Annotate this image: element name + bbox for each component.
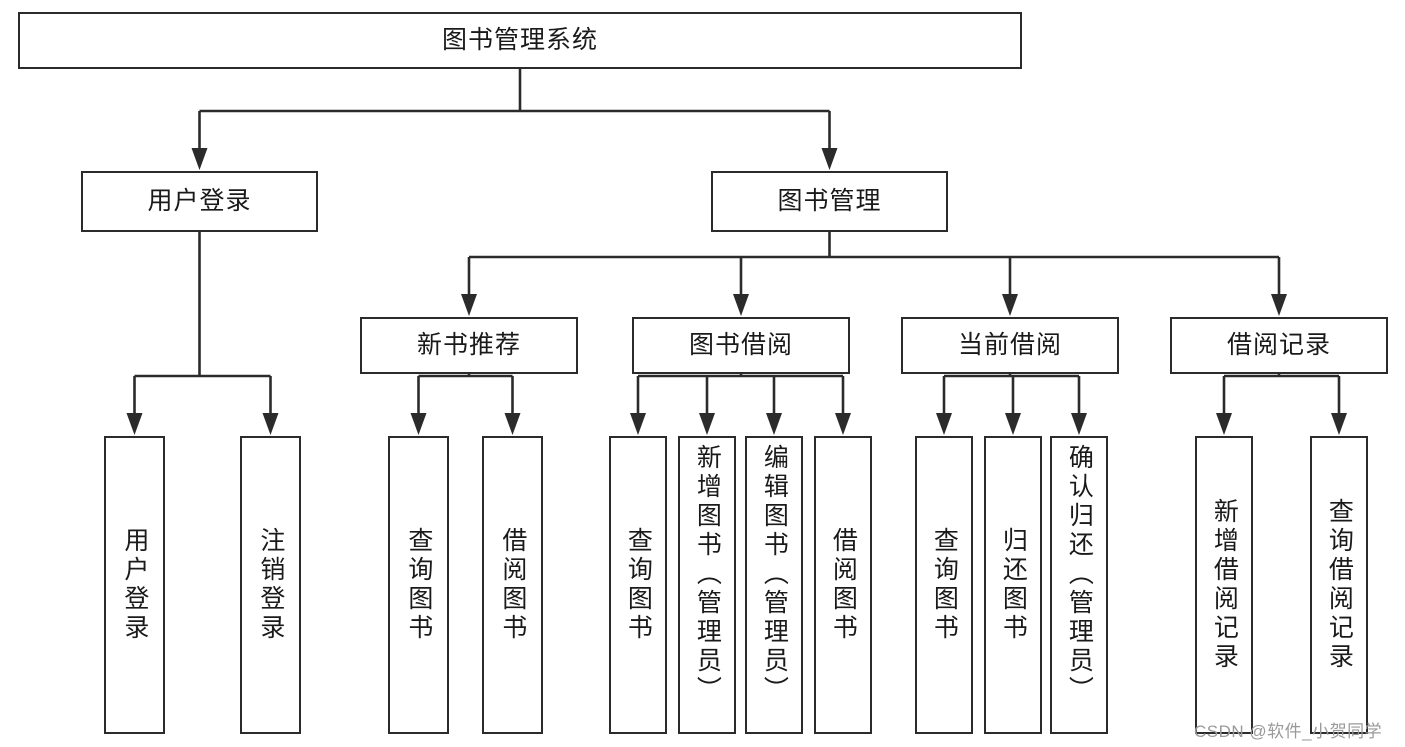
node-label: 借阅图书 xyxy=(498,527,527,643)
arrow-head xyxy=(835,413,851,435)
node-leaf_confirm_return[interactable]: 确认归还（管理员） xyxy=(1050,436,1108,734)
node-leaf_borrow_book_1[interactable]: 借阅图书 xyxy=(482,436,543,734)
node-label: 查询图书 xyxy=(624,527,653,643)
node-label: 注销登录 xyxy=(256,527,285,643)
arrow-head xyxy=(733,294,749,316)
node-leaf_return_book[interactable]: 归还图书 xyxy=(984,436,1042,734)
node-leaf_add_book[interactable]: 新增图书（管理员） xyxy=(678,436,736,734)
node-label: 确认归还（管理员） xyxy=(1065,444,1094,705)
node-label: 借阅图书 xyxy=(829,527,858,643)
node-leaf_add_record[interactable]: 新增借阅记录 xyxy=(1195,436,1253,734)
node-label: 借阅记录 xyxy=(1226,331,1331,360)
node-label: 用户登录 xyxy=(147,187,252,216)
arrow-head xyxy=(1002,294,1018,316)
arrow-head xyxy=(191,148,208,170)
node-leaf_query_record[interactable]: 查询借阅记录 xyxy=(1310,436,1368,734)
node-label: 查询图书 xyxy=(404,527,433,643)
node-root[interactable]: 图书管理系统 xyxy=(18,12,1022,69)
node-label: 图书借阅 xyxy=(688,331,793,360)
arrow-head xyxy=(461,294,477,316)
node-label: 当前借阅 xyxy=(957,331,1062,360)
node-label: 新增图书（管理员） xyxy=(693,444,722,705)
node-label: 用户登录 xyxy=(120,527,149,643)
node-book_manage[interactable]: 图书管理 xyxy=(711,171,948,232)
node-leaf_borrow_book_2[interactable]: 借阅图书 xyxy=(814,436,872,734)
arrow-head xyxy=(936,413,952,435)
node-label: 图书管理系统 xyxy=(441,26,598,55)
arrow-head xyxy=(821,148,838,170)
arrow-head xyxy=(1071,413,1087,435)
arrow-head xyxy=(504,413,521,435)
node-label: 图书管理 xyxy=(777,187,882,216)
node-book_borrow[interactable]: 图书借阅 xyxy=(632,317,850,374)
arrow-head xyxy=(126,413,143,435)
node-label: 查询借阅记录 xyxy=(1325,498,1354,672)
arrow-head xyxy=(1271,294,1287,316)
arrow-head xyxy=(699,413,715,435)
node-label: 归还图书 xyxy=(999,527,1028,643)
arrow-head xyxy=(1331,413,1347,435)
node-leaf_query_book_1[interactable]: 查询图书 xyxy=(388,436,449,734)
node-label: 编辑图书（管理员） xyxy=(760,444,789,705)
node-leaf_edit_book[interactable]: 编辑图书（管理员） xyxy=(745,436,803,734)
node-new_book_rec[interactable]: 新书推荐 xyxy=(360,317,578,374)
node-leaf_query_book_2[interactable]: 查询图书 xyxy=(609,436,667,734)
node-label: 查询图书 xyxy=(930,527,959,643)
arrow-head xyxy=(1005,413,1021,435)
arrow-head xyxy=(410,413,427,435)
arrow-head xyxy=(766,413,782,435)
node-current_borrow[interactable]: 当前借阅 xyxy=(901,317,1119,374)
arrow-head xyxy=(262,413,279,435)
node-user_login[interactable]: 用户登录 xyxy=(81,171,318,232)
csdn-watermark: CSDN @软件_小贺同学 xyxy=(1194,722,1383,741)
arrow-head xyxy=(1216,413,1232,435)
node-label: 新增借阅记录 xyxy=(1210,498,1239,672)
node-leaf_query_book_3[interactable]: 查询图书 xyxy=(915,436,973,734)
arrow-head xyxy=(630,413,646,435)
node-leaf_user_logout[interactable]: 注销登录 xyxy=(240,436,301,734)
node-leaf_user_login[interactable]: 用户登录 xyxy=(104,436,165,734)
node-borrow_record[interactable]: 借阅记录 xyxy=(1170,317,1388,374)
node-label: 新书推荐 xyxy=(416,331,521,360)
